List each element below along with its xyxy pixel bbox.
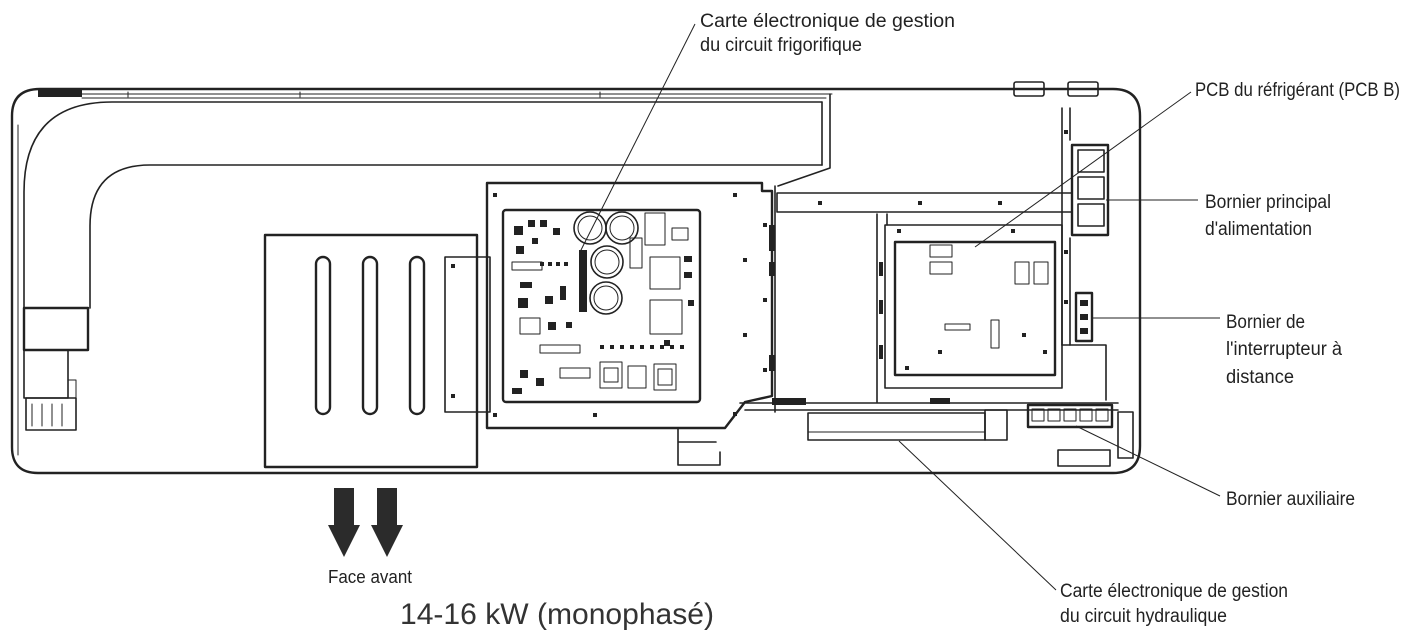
pipe-outer-wall (23, 101, 823, 309)
housing (10, 81, 1142, 475)
auxiliary-terminal-block (1026, 403, 1134, 467)
aux-cable-clip (1057, 449, 1111, 467)
diagram-caption: 14-16 kW (monophasé) (400, 598, 714, 631)
label-refrigerant-board-line2: du circuit frigorifique (700, 35, 862, 56)
remote-terminal-body (1074, 291, 1094, 343)
pcb-b-holes (897, 229, 1047, 370)
pipe-support-bracket (777, 93, 831, 187)
pipe-clamp (22, 306, 90, 352)
panel-slot (408, 255, 426, 416)
label-main-power-terminal-line1: Bornier principal (1205, 192, 1331, 213)
pipe-fitting (23, 349, 69, 399)
terminal-module (1077, 149, 1105, 173)
down-arrow-icon (328, 488, 360, 557)
remote-terminal-screws (1080, 300, 1088, 334)
pipe-connection-left (22, 306, 90, 431)
valve-base-ribs (31, 379, 77, 427)
label-remote-switch-terminal-line2: l'interrupteur à (1226, 339, 1342, 360)
housing-top-latch (38, 90, 82, 97)
refrigerant-control-board (485, 181, 775, 466)
capacitor (573, 211, 607, 245)
housing-top-tab-left (1013, 81, 1045, 97)
refrigerant-pcb-b (884, 224, 1063, 389)
remote-switch-terminal-block (1074, 291, 1094, 343)
aux-side-bracket (1117, 411, 1134, 459)
lower-right-bracket (1061, 344, 1107, 401)
main-power-terminal-block (1070, 143, 1110, 237)
label-auxiliary-terminal: Bornier auxiliaire (1226, 489, 1355, 510)
terminal-block-body (1070, 143, 1110, 237)
bottom-rail-clips (772, 398, 950, 405)
label-refrigerant-pcb: PCB du réfrigérant (PCB B) (1195, 80, 1400, 101)
valve-base (25, 397, 77, 431)
housing-top-tab-right (1067, 81, 1099, 97)
panel-slot (314, 255, 332, 416)
capacitors (573, 211, 639, 315)
side-plate-holes (451, 264, 455, 398)
rail-holes (1064, 130, 1068, 304)
board-mounting-plate (485, 181, 774, 430)
terminal-module (1077, 176, 1105, 200)
pcb-a-chips (512, 220, 694, 394)
housing-top-rail (81, 91, 833, 99)
capacitor (589, 281, 623, 315)
label-main-power-terminal-line2: d'alimentation (1205, 219, 1312, 240)
board-bottom-bracket (677, 427, 721, 466)
labels: Carte électronique de gestion du circuit… (328, 11, 1400, 631)
pcb-b-components (929, 244, 1049, 349)
refrigerant-pipe (23, 93, 831, 309)
label-remote-switch-terminal-line3: distance (1226, 367, 1294, 388)
pcb-b-plate (884, 224, 1063, 389)
front-panel (263, 233, 491, 469)
label-refrigerant-board-line1: Carte électronique de gestion (700, 11, 955, 32)
aux-terminal-screws (1031, 408, 1109, 422)
terminal-module (1077, 203, 1105, 227)
label-hydraulic-board-line1: Carte électronique de gestion (1060, 581, 1288, 602)
hydraulic-control-board (807, 409, 1008, 441)
hydraulic-board-connector (984, 409, 1008, 441)
pcb-a-outlined-components (511, 212, 689, 391)
label-remote-switch-terminal-line1: Bornier de (1226, 312, 1305, 333)
leader-hydraulic-board (898, 440, 1057, 591)
side-mounting-plate (444, 256, 491, 413)
pipe-inner-wall (89, 164, 823, 309)
capacitor (605, 211, 639, 245)
panel-slot (361, 255, 379, 416)
label-front-side: Face avant (328, 567, 412, 587)
capacitor-rims (577, 215, 635, 311)
pcb-b-board (893, 240, 1057, 377)
down-arrow-icon (371, 488, 403, 557)
housing-outline (10, 87, 1142, 475)
capacitor (590, 245, 624, 279)
leader-lines (579, 23, 1221, 591)
divider-slots (879, 262, 883, 359)
label-hydraulic-board-line2: du circuit hydraulique (1060, 606, 1227, 627)
front-panel-plate (263, 233, 479, 469)
hydraulic-board-body (807, 412, 986, 441)
leader-refrigerant-pcb (974, 91, 1192, 248)
leader-auxiliary-terminal (1075, 425, 1221, 497)
section-dividers (774, 185, 888, 413)
crossbar-holes (818, 201, 1002, 205)
aux-terminal-body (1026, 403, 1114, 429)
right-vertical-rails (1061, 107, 1071, 346)
front-direction-arrows (328, 488, 403, 557)
pcb-a-pin-row (600, 345, 684, 349)
leader-refrigerant-board (579, 23, 696, 253)
